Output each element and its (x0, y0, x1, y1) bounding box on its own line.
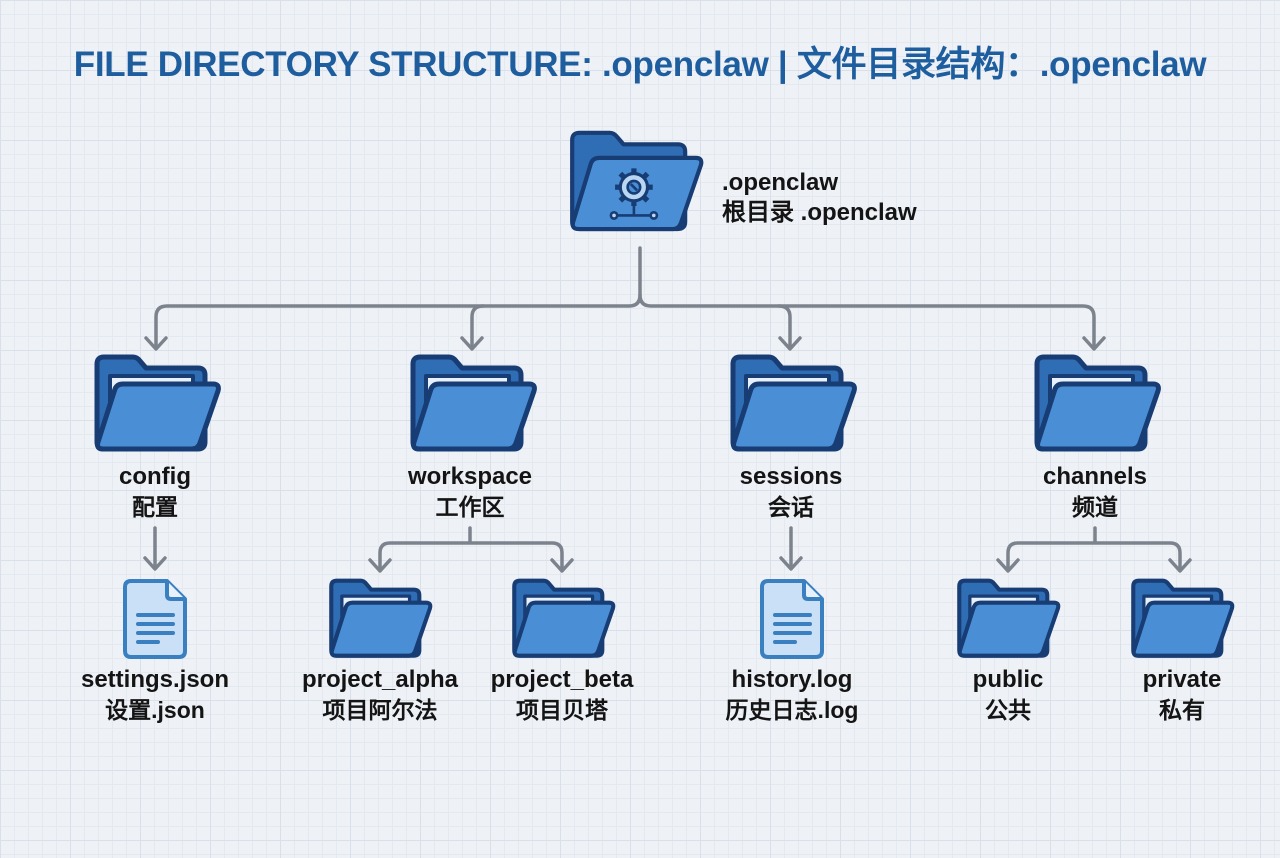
folder-node-channels[interactable] (1033, 352, 1163, 461)
folder-gear-icon (570, 130, 704, 232)
file-document-icon (760, 579, 824, 659)
folder-label-project-alpha: project_alpha 项目阿尔法 (301, 666, 459, 723)
folder-open-icon (409, 352, 539, 456)
root-folder-node[interactable] (568, 124, 704, 247)
folder-label-sessions: sessions 会话 (739, 463, 843, 520)
folder-node-config[interactable] (93, 352, 223, 461)
arrowhead (144, 336, 168, 351)
folder-node-project-alpha[interactable] (328, 578, 434, 665)
folder-open-icon (1130, 578, 1236, 660)
arrowhead (1082, 336, 1106, 351)
folder-node-private[interactable] (1130, 578, 1236, 665)
folder-node-workspace[interactable] (409, 352, 539, 461)
arrowhead (1168, 558, 1192, 573)
folder-node-public[interactable] (956, 578, 1062, 665)
arrowhead (368, 558, 392, 573)
connector-root-trunk (154, 246, 642, 350)
folder-open-icon (328, 578, 434, 660)
arrowhead (460, 336, 484, 351)
folder-open-icon (1033, 352, 1163, 456)
folder-label-channels: channels 频道 (1042, 463, 1148, 520)
folder-label-private: private 私有 (1142, 666, 1222, 723)
folder-node-sessions[interactable] (729, 352, 859, 461)
folder-open-icon (956, 578, 1062, 660)
folder-open-icon (93, 352, 223, 456)
file-node-history-log[interactable] (759, 577, 825, 666)
file-node-settings-json[interactable] (122, 577, 188, 666)
folder-open-icon (729, 352, 859, 456)
file-document-icon (123, 579, 187, 659)
root-name-zh: 根目录 .openclaw (722, 199, 917, 226)
connector-channels-split (1006, 526, 1182, 572)
connector-to-workspace (470, 304, 485, 350)
root-name: .openclaw (722, 169, 839, 196)
folder-node-project-beta[interactable] (511, 578, 617, 665)
file-label-settings-json: settings.json 设置.json (80, 666, 230, 723)
arrowhead (550, 558, 574, 573)
connector-workspace-split (378, 526, 564, 572)
arrowhead (779, 556, 803, 571)
gear-icon (615, 168, 653, 207)
folder-open-icon (511, 578, 617, 660)
folder-label-workspace: workspace 工作区 (407, 463, 533, 520)
root-label: .openclaw 根目录 .openclaw (722, 168, 917, 228)
arrowhead (996, 558, 1020, 573)
folder-label-project-beta: project_beta 项目贝塔 (490, 666, 634, 723)
connector-root-right (638, 293, 1096, 350)
diagram-title: FILE DIRECTORY STRUCTURE: .openclaw | 文件… (73, 45, 1207, 84)
arrowhead (143, 556, 167, 571)
connector-to-sessions (777, 304, 792, 350)
arrowhead (778, 336, 802, 351)
file-label-history-log: history.log 历史日志.log (725, 666, 859, 723)
folder-label-public: public 公共 (972, 666, 1044, 723)
folder-label-config: config 配置 (119, 463, 191, 520)
